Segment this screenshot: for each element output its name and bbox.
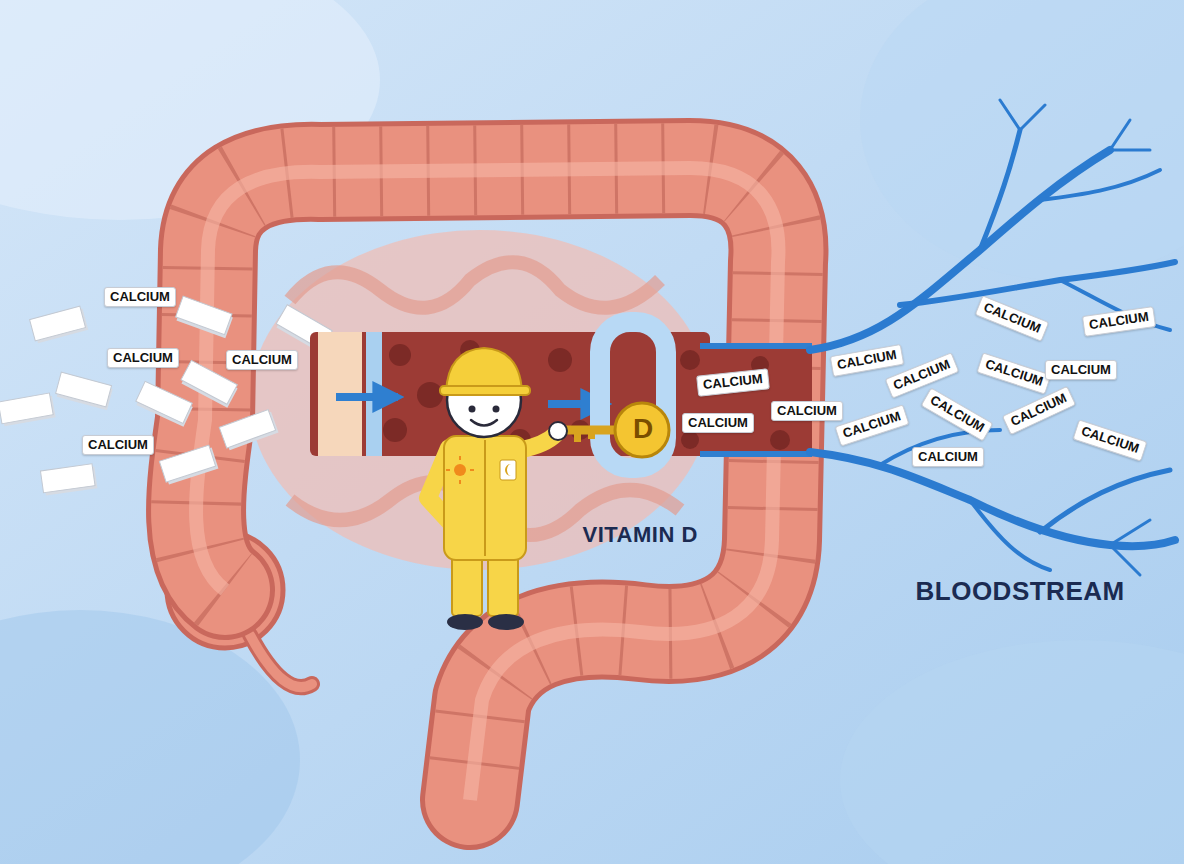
- intestinal-wall-part-part: [548, 348, 572, 372]
- calcium-tag: CALCIUM: [921, 387, 994, 441]
- small-intestine-part: [290, 262, 660, 308]
- calcium-bricks-part-part: [30, 306, 86, 341]
- vitamin-d-character-part: [484, 440, 486, 556]
- calcium-bricks-part: [0, 393, 56, 427]
- vitamin-d-character: [428, 348, 567, 630]
- blood-vessels-part: [1110, 520, 1150, 575]
- intestinal-wall-part-part: [383, 418, 407, 442]
- calcium-tag: CALCIUM: [912, 447, 984, 468]
- calcium-bricks-part-part: [159, 445, 215, 482]
- vitamin-d-character-part: [454, 464, 466, 476]
- calcium-bricks-part: [135, 381, 195, 426]
- calcium-tag: CALCIUM: [977, 352, 1052, 394]
- key: [560, 403, 669, 457]
- calcium-bricks-part-part: [40, 464, 95, 493]
- calcium-bricks-part-part: [219, 410, 275, 448]
- calcium-bricks-part: [175, 296, 234, 338]
- background-part: [840, 640, 1184, 864]
- vitamin-d-label: VITAMIN D: [583, 522, 698, 547]
- calcium-bricks-part: [30, 306, 89, 344]
- calcium-bricks-part-part: [176, 296, 232, 334]
- vitamin-d-character-part: [493, 406, 500, 413]
- intestinal-wall-part: [700, 343, 812, 349]
- intestinal-wall-part-part: [389, 344, 411, 366]
- calcium-bricks-part-part: [136, 381, 192, 423]
- key-part: [574, 430, 581, 442]
- small-intestine: [250, 230, 710, 570]
- calcium-tag: CALCIUM: [975, 295, 1050, 341]
- vitamin-d-character-part: [469, 406, 476, 413]
- calcium-bricks-part: [159, 445, 218, 485]
- intestinal-wall-part-part: [770, 430, 790, 450]
- blood-vessels-part: [970, 500, 1050, 570]
- vitamin-d-character-part: [452, 552, 482, 616]
- blood-vessels-part: [1040, 170, 1160, 200]
- blood-vessels-part: [810, 150, 1110, 350]
- calcium-bricks-part: [219, 409, 278, 451]
- large-intestine: [167, 168, 778, 800]
- calcium-bricks-part: [40, 464, 97, 496]
- vitamin-d-character-part: [488, 552, 518, 616]
- calcium-tag: CALCIUM: [1045, 360, 1117, 381]
- blood-vessels-part: [980, 130, 1020, 250]
- large-intestine-part: [250, 635, 312, 687]
- calcium-tag: CALCIUM: [82, 435, 154, 456]
- intestinal-wall-part-part: [681, 431, 699, 449]
- large-intestine-part: [196, 168, 778, 800]
- vitamin-d-character-part: [446, 456, 474, 484]
- calcium-bricks: [0, 296, 334, 496]
- intestinal-wall-part: [336, 393, 398, 401]
- blood-vessels: [810, 100, 1175, 575]
- blood-vessels-part: [1000, 100, 1045, 130]
- large-intestine-part: [250, 635, 312, 687]
- key-letter: D: [633, 413, 653, 445]
- calcium-tag: CALCIUM: [107, 348, 179, 369]
- calcium-tag: CALCIUM: [830, 343, 904, 376]
- calcium-bricks-part-part: [56, 372, 112, 407]
- calcium-tag: CALCIUM: [682, 413, 754, 434]
- blood-vessels-part: [810, 452, 1175, 546]
- calcium-tag: CALCIUM: [771, 401, 843, 422]
- vitamin-d-character-part: [444, 436, 526, 560]
- large-intestine-part: [196, 168, 778, 800]
- blood-vessels-part: [900, 262, 1175, 305]
- calcium-tag: CALCIUM: [835, 404, 910, 446]
- large-intestine-part: [196, 168, 778, 800]
- bloodstream-label: BLOODSTREAM: [916, 577, 1125, 607]
- vitamin-d-character-part: [549, 422, 567, 440]
- small-intestine-part: [250, 230, 710, 570]
- vitamin-d-character-part: [505, 464, 511, 476]
- large-intestine-part: [196, 168, 778, 800]
- background-part: [860, 0, 1184, 280]
- calcium-bricks-part: [55, 372, 114, 410]
- intestinal-wall: [310, 322, 812, 468]
- calcium-bricks-part-part: [0, 393, 53, 424]
- calcium-tag: CALCIUM: [104, 287, 176, 308]
- vitamin-d-character-part: [471, 420, 497, 426]
- intestinal-wall-part: [700, 451, 812, 457]
- key-part: [615, 403, 669, 457]
- blood-vessels-part: [1110, 120, 1150, 150]
- calcium-tag: CALCIUM: [1073, 419, 1148, 461]
- vitamin-d-character-part: [500, 460, 516, 480]
- intestinal-wall-part-part: [417, 382, 443, 408]
- calcium-tag: CALCIUM: [1082, 306, 1156, 337]
- vitamin-d-character-part: [447, 614, 483, 630]
- calcium-tag: CALCIUM: [226, 350, 298, 371]
- intestinal-wall-part-part: [680, 350, 700, 370]
- intestinal-wall-part: [383, 340, 790, 451]
- calcium-tag: CALCIUM: [696, 368, 770, 396]
- key-part: [588, 430, 595, 439]
- vitamin-d-character-part: [488, 614, 524, 630]
- vitamin-d-character-part: [440, 386, 530, 395]
- blood-vessels-part: [1040, 470, 1170, 532]
